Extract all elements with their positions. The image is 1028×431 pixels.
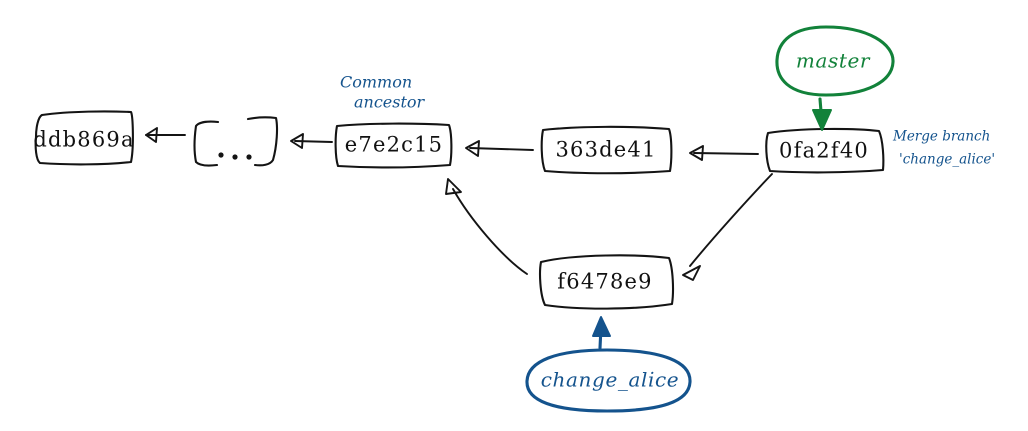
ellipsis-dot-1: [218, 152, 224, 158]
annotation-merge-message-line2: 'change_alice': [899, 152, 995, 168]
commit-node-363de41[interactable]: 363de41: [540, 125, 673, 175]
commit-label-0fa2f40: 0fa2f40: [779, 139, 869, 163]
annotation-common-ancestor-line1: Common: [340, 73, 412, 92]
annotation-merge-message: Merge branch 'change_alice': [892, 129, 995, 168]
arrow-0fa2f40-to-f6478e9: [682, 173, 773, 281]
ellipsis-dot-2: [232, 154, 238, 160]
branch-pointer-master[interactable]: master: [775, 25, 895, 131]
commit-node-ellipsis: [193, 116, 279, 167]
commit-label-f6478e9: f6478e9: [557, 270, 652, 294]
branch-arrowhead-change-alice: [592, 316, 611, 337]
arrow-363de41-to-e7e2c15: [465, 140, 534, 157]
commit-label-e7e2c15: e7e2c15: [345, 133, 443, 157]
commit-node-f6478e9[interactable]: f6478e9: [539, 254, 675, 310]
arrow-f6478e9-to-e7e2c15: [445, 178, 528, 275]
ellipsis-dot-3: [246, 154, 252, 160]
annotation-common-ancestor-line2: ancestor: [354, 93, 426, 112]
branch-label-master: master: [796, 49, 871, 73]
commit-node-e7e2c15[interactable]: e7e2c15: [334, 122, 453, 169]
commit-label-ddb869a: ddb869a: [33, 128, 134, 152]
arrow-e7e2c15-to-ellipsis: [290, 133, 333, 149]
arrow-ellipsis-to-ddb869a: [145, 127, 186, 143]
annotation-common-ancestor: Common ancestor: [340, 73, 426, 112]
commit-label-363de41: 363de41: [555, 138, 656, 162]
branch-label-change-alice: change_alice: [541, 368, 679, 392]
annotation-merge-message-line1: Merge branch: [892, 129, 990, 145]
branch-pointer-change-alice[interactable]: change_alice: [525, 316, 692, 413]
branch-arrowhead-master: [812, 109, 832, 131]
commit-node-0fa2f40[interactable]: 0fa2f40: [765, 127, 885, 174]
commit-node-ddb869a[interactable]: ddb869a: [33, 110, 134, 166]
arrow-0fa2f40-to-363de41: [689, 145, 759, 161]
